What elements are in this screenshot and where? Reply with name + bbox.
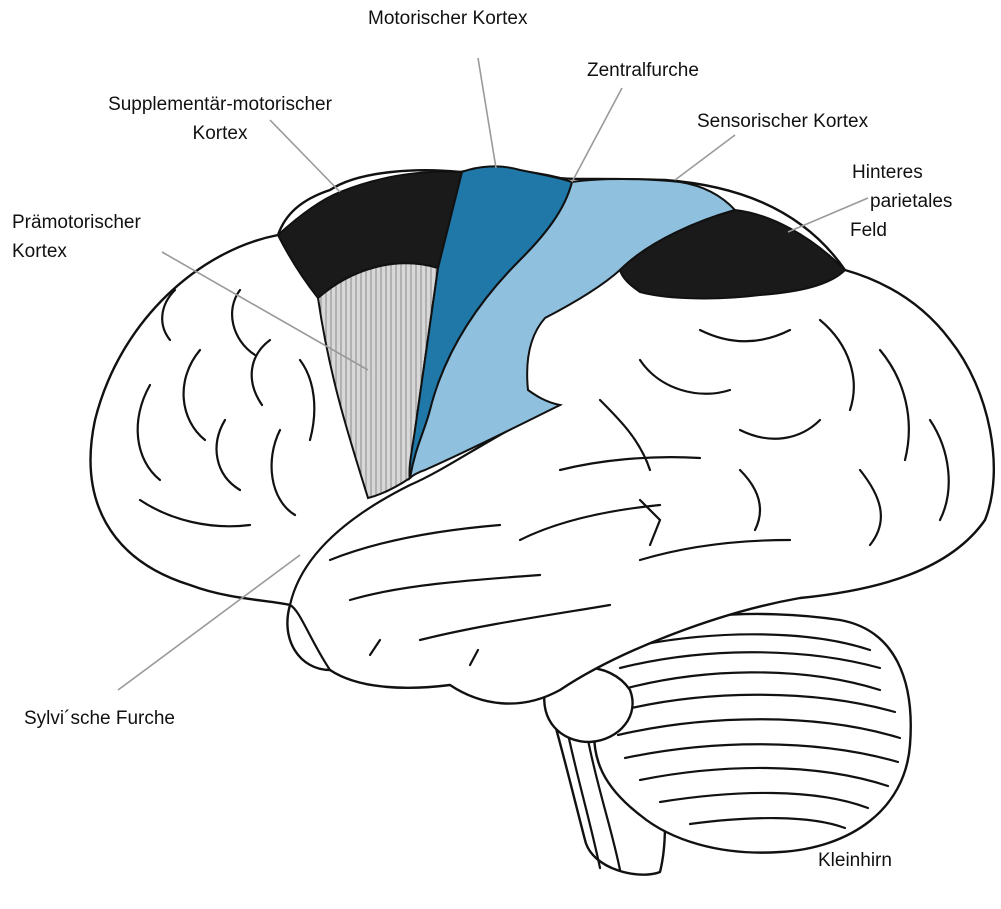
posterior-parietal-label-line3: Feld xyxy=(848,216,952,245)
supplementary-motor-label: Supplementär-motorischer Kortex xyxy=(70,90,370,148)
premotor-label-line2: Kortex xyxy=(12,237,141,266)
posterior-parietal-label: Hinteres parietales Feld xyxy=(848,158,952,245)
sylvian-fissure-label: Sylvi´sche Furche xyxy=(24,704,175,733)
supplementary-motor-label-line1: Supplementär-motorischer xyxy=(70,90,370,119)
leader-sensory xyxy=(675,135,735,180)
premotor-label: Prämotorischer Kortex xyxy=(12,208,141,266)
posterior-parietal-label-line1: Hinteres xyxy=(848,158,952,187)
central-sulcus-label: Zentralfurche xyxy=(587,56,699,85)
leader-central xyxy=(572,88,622,182)
motor-cortex-label: Motorischer Kortex xyxy=(368,4,527,33)
supplementary-motor-label-line2: Kortex xyxy=(70,119,370,148)
cerebellum-label: Kleinhirn xyxy=(818,846,892,875)
premotor-label-line1: Prämotorischer xyxy=(12,208,141,237)
sensory-cortex-label: Sensorischer Kortex xyxy=(697,107,868,136)
leader-motor xyxy=(478,58,496,168)
posterior-parietal-label-line2: parietales xyxy=(848,187,952,216)
